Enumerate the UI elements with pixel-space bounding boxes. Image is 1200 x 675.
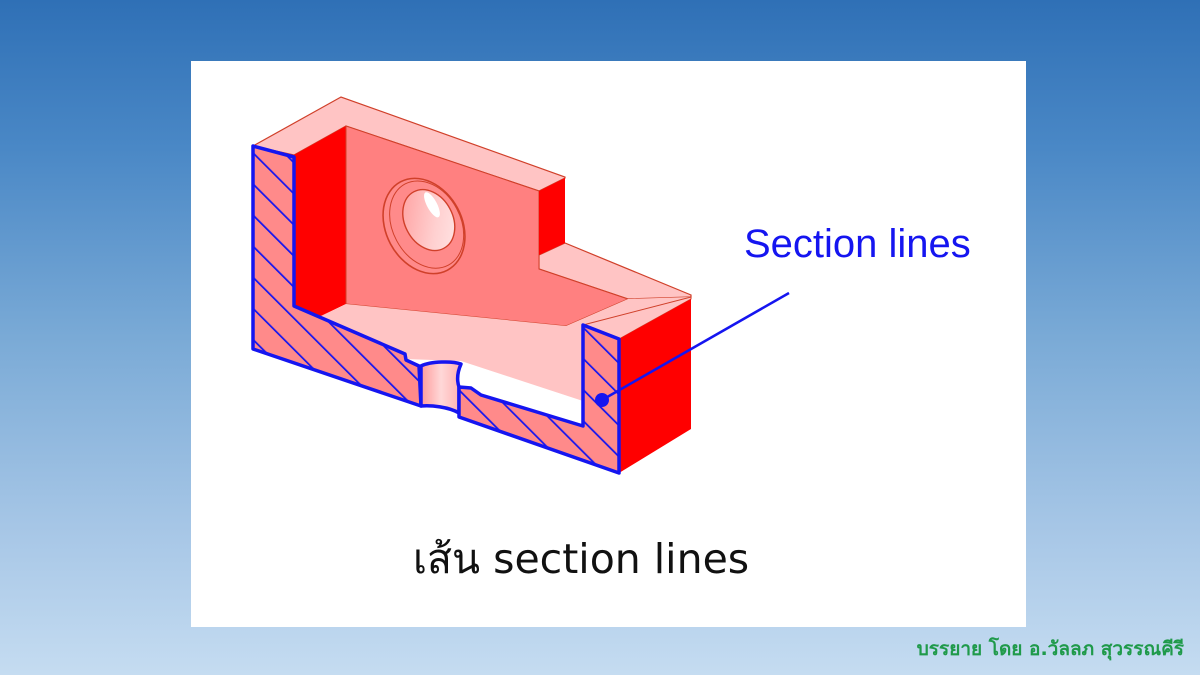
counterbored-hole [382, 177, 466, 275]
upper-wall-side [539, 178, 565, 255]
bottom-notch [419, 360, 463, 415]
right-block-side [619, 299, 691, 473]
section-right [457, 323, 621, 475]
section-lines-callout: Section lines [744, 222, 971, 266]
lecturer-credit: บรรยาย โดย อ.วัลลภ สุวรรณคีรี [916, 638, 1184, 660]
leader-line [595, 291, 790, 407]
leader-dot [595, 393, 609, 407]
pocket-floor [294, 297, 691, 401]
sectioned-part-diagram [251, 96, 790, 475]
figure-panel: Section lines เส้น section lines [191, 61, 1026, 627]
section-left [251, 144, 423, 408]
left-inner-wall [294, 126, 346, 329]
figure-caption: เส้น section lines [413, 535, 750, 583]
